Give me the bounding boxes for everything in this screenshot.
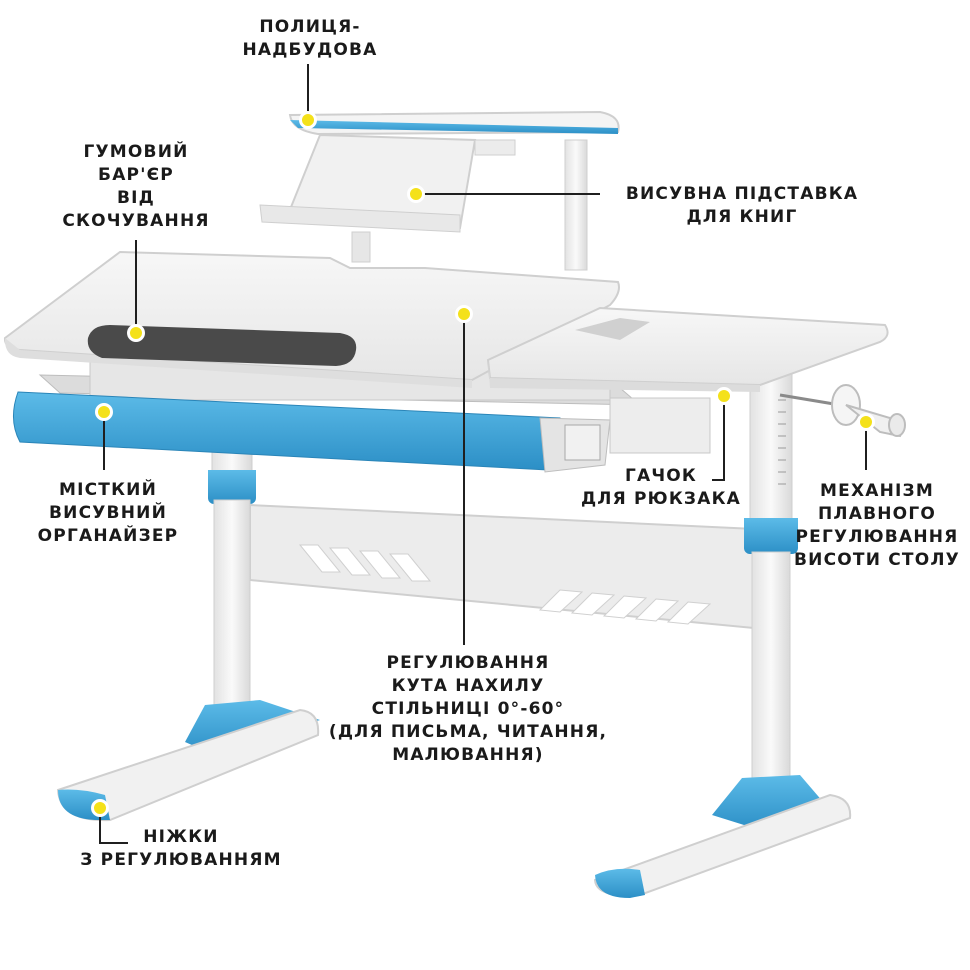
marker-rubber-barrier <box>127 324 145 342</box>
markers <box>91 111 875 817</box>
marker-legs <box>91 799 109 817</box>
marker-tilt <box>455 305 473 323</box>
label-shelf: ПОЛИЦЯ- НАДБУДОВА <box>242 17 378 60</box>
label-height-mechanism: МЕХАНІЗМ ПЛАВНОГО РЕГУЛЮВАННЯ ВИСОТИ СТО… <box>793 481 960 570</box>
fixed-desktop-part <box>486 306 889 392</box>
crossbar-panel <box>249 503 776 632</box>
marker-height-mechanism <box>857 413 875 431</box>
marker-book-stand <box>407 185 425 203</box>
marker-organizer <box>95 403 113 421</box>
left-leg <box>56 439 320 822</box>
label-rubber-barrier: ГУМОВИЙ БАР'ЄР ВІД СКОЧУВАННЯ <box>62 142 210 231</box>
leader-lines <box>99 64 867 844</box>
book-stand <box>259 133 516 233</box>
label-organizer: МІСТКИЙ ВИСУВНИЙ ОРГАНАЙЗЕР <box>37 480 179 546</box>
marker-shelf <box>299 111 317 129</box>
marker-backpack-hook <box>715 387 733 405</box>
label-book-stand: ВИСУВНА ПІДСТАВКА ДЛЯ КНИГ <box>625 184 859 227</box>
rubber-barrier-strip <box>87 325 357 366</box>
top-shelf <box>288 110 620 271</box>
legs-leader <box>99 808 128 844</box>
label-tilt-adjustment: РЕГУЛЮВАННЯ КУТА НАХИЛУ СТІЛЬНИЦІ 0°-60°… <box>328 653 608 765</box>
backpack-hook-leader <box>712 396 725 481</box>
label-backpack-hook: ГАЧОК ДЛЯ РЮКЗАКА <box>580 466 742 509</box>
height-crank-handle <box>779 384 906 438</box>
label-legs: НІЖКИ З РЕГУЛЮВАННЯМ <box>80 827 282 870</box>
